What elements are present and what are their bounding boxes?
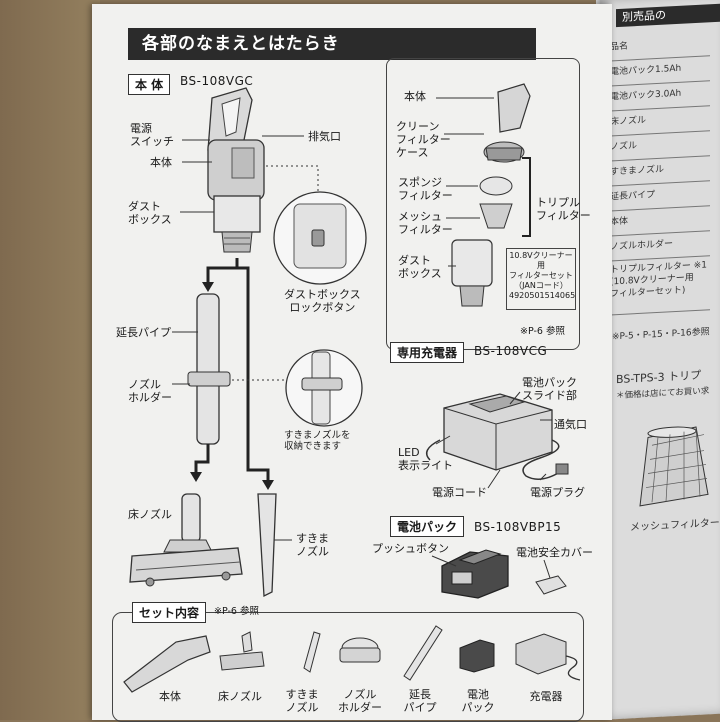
filter-panel bbox=[386, 58, 580, 350]
battery-model: BS-108VBP15 bbox=[474, 520, 562, 534]
power-switch-label: 電源 スイッチ bbox=[130, 122, 174, 148]
safety-cover-label: 電池安全カバー bbox=[516, 546, 593, 559]
ext-pipe-label: 延長パイプ bbox=[116, 326, 171, 339]
mesh-filter-illustration bbox=[639, 426, 709, 507]
charger-model: BS-108VCG bbox=[474, 344, 548, 358]
filter-note: ※P-6 参照 bbox=[520, 326, 565, 337]
battery-slide-label: 電池パック スライド部 bbox=[522, 376, 577, 402]
battery-tag: 電池パック bbox=[390, 516, 465, 537]
body-unit-model: BS-108VGC bbox=[180, 74, 254, 88]
push-button-label: プッシュボタン bbox=[372, 542, 449, 555]
crevice-storage-label: すきまノズルを 収納できます bbox=[284, 430, 351, 452]
kit-note: ※P-6 参照 bbox=[214, 606, 259, 617]
power-plug-label: 電源プラグ bbox=[530, 486, 585, 499]
body-label: 本体 bbox=[150, 156, 172, 169]
body-unit-tag: 本 体 bbox=[128, 74, 171, 95]
crevice-nozzle-label: すきま ノズル bbox=[296, 532, 329, 558]
vent-label: 通気口 bbox=[554, 418, 587, 431]
kit-item: 電池 パック bbox=[461, 688, 495, 714]
exhaust-label: 排気口 bbox=[308, 130, 341, 143]
dust-box-lock-label: ダストボックス ロックボタン bbox=[284, 288, 361, 314]
nozzle-holder-label: ノズル ホルダー bbox=[128, 378, 172, 404]
filter-dust-box-label: ダスト ボックス bbox=[398, 254, 442, 280]
section-title: 各部のなまえとはたらき bbox=[128, 28, 536, 60]
triple-filter-label: トリプル フィルター bbox=[536, 196, 591, 222]
kit-item: ノズル ホルダー bbox=[338, 688, 382, 714]
kit-item: 床ノズル bbox=[218, 690, 262, 703]
kit-item: 延長 パイプ bbox=[403, 688, 437, 714]
sponge-filter-label: スポンジ フィルター bbox=[398, 176, 453, 202]
mesh-filter-label: メッシュ フィルター bbox=[398, 210, 453, 236]
clean-filter-case-label: クリーン フィルター ケース bbox=[396, 120, 451, 159]
power-cord-label: 電源コード bbox=[432, 486, 487, 499]
kit-tag: セット内容 bbox=[132, 602, 207, 623]
charger-tag: 専用充電器 bbox=[390, 342, 465, 363]
kit-item: すきま ノズル bbox=[285, 688, 319, 714]
kit-item: 本体 bbox=[159, 690, 181, 703]
kit-item: 充電器 bbox=[529, 690, 563, 703]
right-page: 別売品の 品名 電池パック1.5Ah 電池パック3.0Ah 床ノズル ノズル す… bbox=[600, 0, 720, 721]
dust-box-label: ダスト ボックス bbox=[128, 200, 172, 226]
floor-nozzle-label: 床ノズル bbox=[128, 508, 172, 521]
filter-body-label: 本体 bbox=[404, 90, 426, 103]
desk-background bbox=[0, 0, 100, 720]
filter-set-spec: 10.8Vクリーナー用 フィルターセット （JANコード） 4920501514… bbox=[506, 248, 576, 310]
led-label: LED 表示ライト bbox=[398, 446, 453, 472]
